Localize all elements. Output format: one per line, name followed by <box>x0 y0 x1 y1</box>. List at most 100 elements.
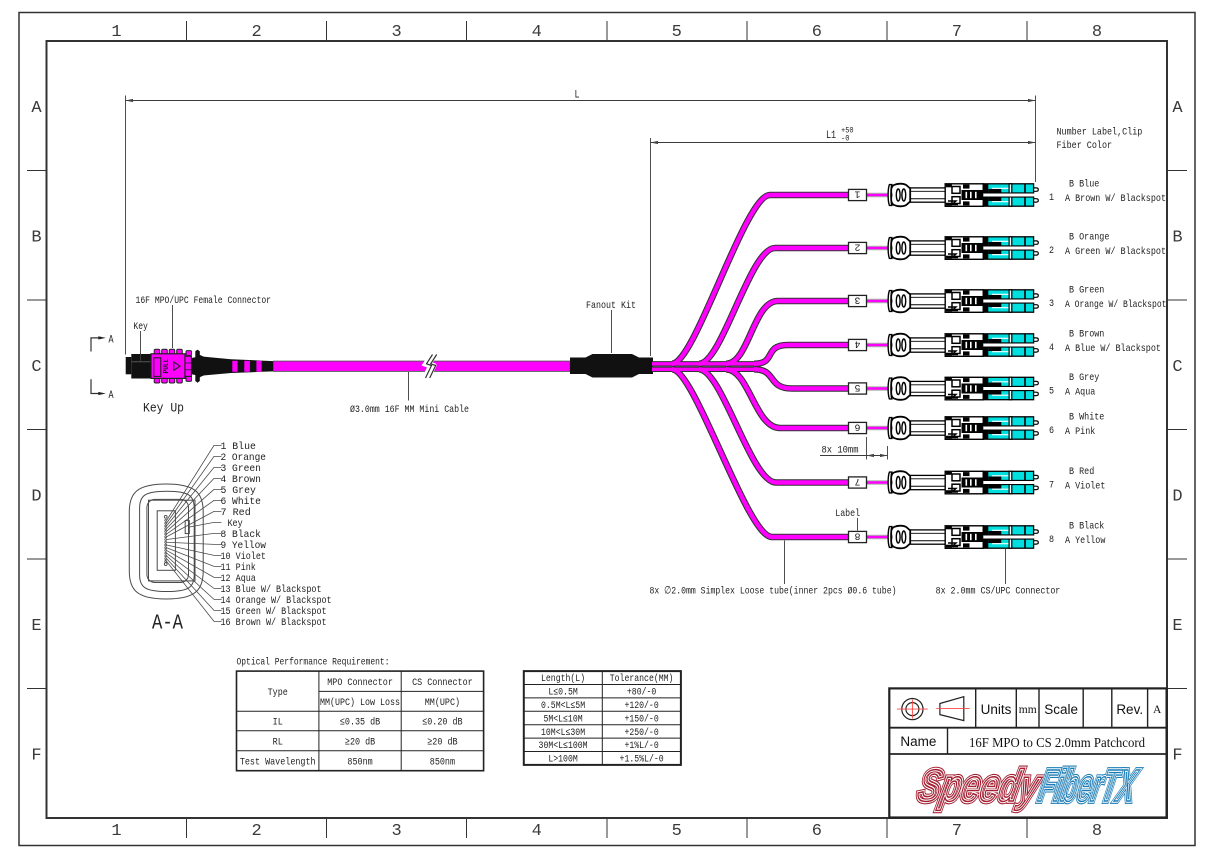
svg-text:7: 7 <box>952 822 962 841</box>
svg-text:Key: Key <box>228 518 243 530</box>
svg-text:L1: L1 <box>826 130 836 142</box>
svg-text:+80/-0: +80/-0 <box>627 687 656 699</box>
svg-text:+1.5%L/-0: +1.5%L/-0 <box>620 754 664 766</box>
svg-text:7 Red: 7 Red <box>221 507 251 519</box>
svg-text:B Green: B Green <box>1069 285 1104 297</box>
svg-text:6 White: 6 White <box>221 496 261 508</box>
svg-text:3: 3 <box>392 23 402 42</box>
svg-text:7: 7 <box>854 475 860 486</box>
svg-text:Optical Performance Requiremen: Optical Performance Requirement: <box>237 657 390 669</box>
svg-text:B: B <box>31 228 41 247</box>
svg-text:1: 1 <box>111 822 121 841</box>
svg-text:Key Up: Key Up <box>143 401 184 416</box>
svg-text:FiberTX: FiberTX <box>1035 760 1142 810</box>
svg-text:Speedy: Speedy <box>914 760 1047 810</box>
svg-text:2: 2 <box>854 240 860 251</box>
svg-text:A Pink: A Pink <box>1065 426 1095 438</box>
svg-text:PULL: PULL <box>163 359 171 374</box>
svg-text:+150/-0: +150/-0 <box>624 713 658 725</box>
svg-text:A: A <box>109 334 114 346</box>
svg-text:A: A <box>109 390 114 402</box>
svg-text:2: 2 <box>251 822 261 841</box>
svg-text:A Aqua: A Aqua <box>1065 387 1095 399</box>
svg-text:Tolerance(MM): Tolerance(MM) <box>610 673 674 685</box>
svg-text:8: 8 <box>1092 822 1102 841</box>
svg-text:-0: -0 <box>841 134 849 144</box>
svg-text:CS Connector: CS Connector <box>412 677 473 689</box>
svg-text:B Grey: B Grey <box>1069 372 1099 384</box>
svg-text:L>100M: L>100M <box>548 755 577 766</box>
svg-text:A Violet: A Violet <box>1065 481 1105 493</box>
svg-text:E: E <box>1172 617 1182 636</box>
svg-text:5: 5 <box>672 23 682 42</box>
svg-text:3: 3 <box>1049 298 1054 310</box>
svg-text:E: E <box>31 617 41 636</box>
svg-text:Scale: Scale <box>1044 702 1078 717</box>
svg-text:F: F <box>31 746 41 765</box>
svg-text:B: B <box>1172 228 1182 247</box>
svg-text:A-A: A-A <box>152 613 183 636</box>
svg-text:B Orange: B Orange <box>1069 232 1109 244</box>
svg-text:2 Orange: 2 Orange <box>221 452 266 464</box>
svg-text:+120/-0: +120/-0 <box>624 700 658 712</box>
svg-text:Fanout Kit: Fanout Kit <box>586 300 636 312</box>
svg-text:7: 7 <box>1049 480 1054 492</box>
svg-text:14 Orange W/ Blackspot: 14 Orange W/ Blackspot <box>221 595 332 607</box>
svg-text:13 Blue W/ Blackspot: 13 Blue W/ Blackspot <box>221 584 322 596</box>
svg-text:5: 5 <box>1049 386 1054 398</box>
svg-text:B Black: B Black <box>1069 521 1104 533</box>
svg-text:A Yellow: A Yellow <box>1065 535 1106 547</box>
svg-text:1: 1 <box>854 187 860 198</box>
svg-text:4 Brown: 4 Brown <box>221 474 261 486</box>
svg-text:Label: Label <box>835 508 860 520</box>
svg-text:MPO Connector: MPO Connector <box>327 677 393 689</box>
svg-text:4: 4 <box>532 822 542 841</box>
svg-text:16F MPO to CS 2.0mm Patchcord: 16F MPO to CS 2.0mm Patchcord <box>969 736 1145 751</box>
svg-text:FiberTX: FiberTX <box>1035 760 1142 810</box>
svg-text:850nm: 850nm <box>347 756 372 768</box>
svg-text:8: 8 <box>1092 23 1102 42</box>
svg-text:1 Blue: 1 Blue <box>221 441 256 453</box>
svg-text:D: D <box>31 487 41 506</box>
svg-text:0.5M<L≤5M: 0.5M<L≤5M <box>541 701 585 712</box>
svg-text:B Blue: B Blue <box>1069 179 1099 191</box>
svg-text:F: F <box>1172 746 1182 765</box>
svg-text:A Brown W/ Blackspot: A Brown W/ Blackspot <box>1065 193 1166 205</box>
svg-text:6: 6 <box>854 420 860 431</box>
svg-text:B Red: B Red <box>1069 466 1094 478</box>
svg-text:5M<L≤10M: 5M<L≤10M <box>543 714 582 725</box>
svg-text:8x ∅2.0mm Simplex Loose tube(i: 8x ∅2.0mm Simplex Loose tube(inner 2pcs … <box>650 586 897 598</box>
svg-text:10 Violet: 10 Violet <box>221 551 266 563</box>
svg-text:8 Black: 8 Black <box>221 529 261 541</box>
svg-text:≥20 dB: ≥20 dB <box>427 736 457 748</box>
svg-text:2: 2 <box>1049 245 1054 257</box>
svg-text:5: 5 <box>672 822 682 841</box>
svg-text:+1%L/-0: +1%L/-0 <box>624 740 658 752</box>
svg-text:≥20 dB: ≥20 dB <box>345 736 375 748</box>
svg-text:B Brown: B Brown <box>1069 329 1104 341</box>
svg-text:Number Label,Clip: Number Label,Clip <box>1057 127 1143 139</box>
svg-text:Ø3.0mm 16F MM Mini Cable: Ø3.0mm 16F MM Mini Cable <box>350 404 469 416</box>
svg-text:Key: Key <box>133 321 148 333</box>
svg-text:C: C <box>31 358 41 377</box>
svg-text:5: 5 <box>854 381 860 392</box>
svg-text:L≤0.5M: L≤0.5M <box>548 688 577 699</box>
svg-text:A Orange W/ Blackspot: A Orange W/ Blackspot <box>1065 299 1167 311</box>
svg-text:8: 8 <box>854 529 860 540</box>
svg-text:Test Wavelength: Test Wavelength <box>240 756 316 768</box>
svg-text:11 Pink: 11 Pink <box>221 562 256 574</box>
svg-text:mm: mm <box>1019 704 1037 716</box>
svg-text:A Green W/ Blackspot: A Green W/ Blackspot <box>1065 246 1166 258</box>
svg-text:FiberTX: FiberTX <box>1035 760 1142 810</box>
svg-text:Fiber Color: Fiber Color <box>1057 140 1113 152</box>
svg-text:Length(L): Length(L) <box>541 673 585 685</box>
svg-text:8x 10mm: 8x 10mm <box>822 445 859 457</box>
svg-text:≤0.35 dB: ≤0.35 dB <box>340 717 380 729</box>
svg-text:+50: +50 <box>841 126 854 136</box>
svg-text:9 Yellow: 9 Yellow <box>221 540 267 552</box>
svg-text:RL: RL <box>273 736 283 748</box>
svg-text:12 Aqua: 12 Aqua <box>221 573 256 585</box>
svg-text:8x 2.0mm CS/UPC Connector: 8x 2.0mm CS/UPC Connector <box>936 586 1061 598</box>
svg-text:15 Green W/ Blackspot: 15 Green W/ Blackspot <box>221 606 327 618</box>
svg-text:A Blue W/ Blackspot: A Blue W/ Blackspot <box>1065 343 1161 355</box>
